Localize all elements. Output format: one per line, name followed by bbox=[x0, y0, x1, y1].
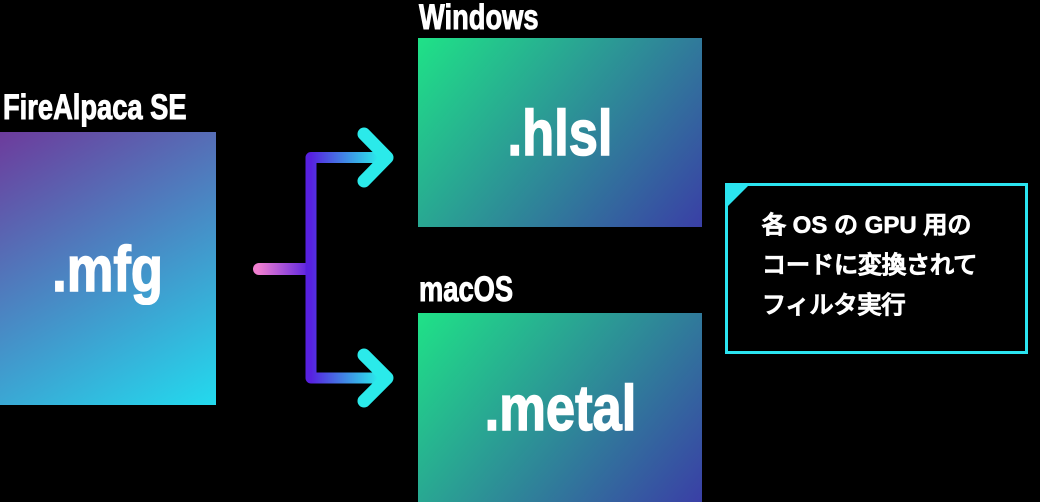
note-corner-fold bbox=[725, 183, 751, 209]
connector-bracket bbox=[305, 152, 383, 384]
note-line-1: 各 OS の GPU 用の bbox=[762, 212, 972, 240]
arrowhead-top-icon bbox=[357, 127, 394, 188]
note-line-2: コードに変換されて bbox=[762, 252, 978, 280]
target-os-label-windows: Windows bbox=[419, 0, 539, 38]
target-file-type-metal: .metal bbox=[484, 371, 637, 445]
note-callout: 各 OS の GPU 用の コードに変換されて フィルタ実行 bbox=[725, 183, 1028, 354]
target-file-box-macos: .metal bbox=[418, 313, 702, 502]
target-os-label-macos: macOS bbox=[419, 270, 514, 310]
target-file-box-windows: .hlsl bbox=[418, 38, 702, 227]
source-app-label: FireAlpaca SE bbox=[3, 88, 187, 128]
target-file-type-hlsl: .hlsl bbox=[507, 96, 613, 170]
note-line-3: フィルタ実行 bbox=[762, 292, 906, 320]
flow-connector bbox=[253, 127, 394, 408]
source-file-box: .mfg bbox=[0, 132, 216, 405]
arrowhead-bottom-icon bbox=[357, 348, 394, 408]
source-file-type: .mfg bbox=[52, 232, 164, 306]
